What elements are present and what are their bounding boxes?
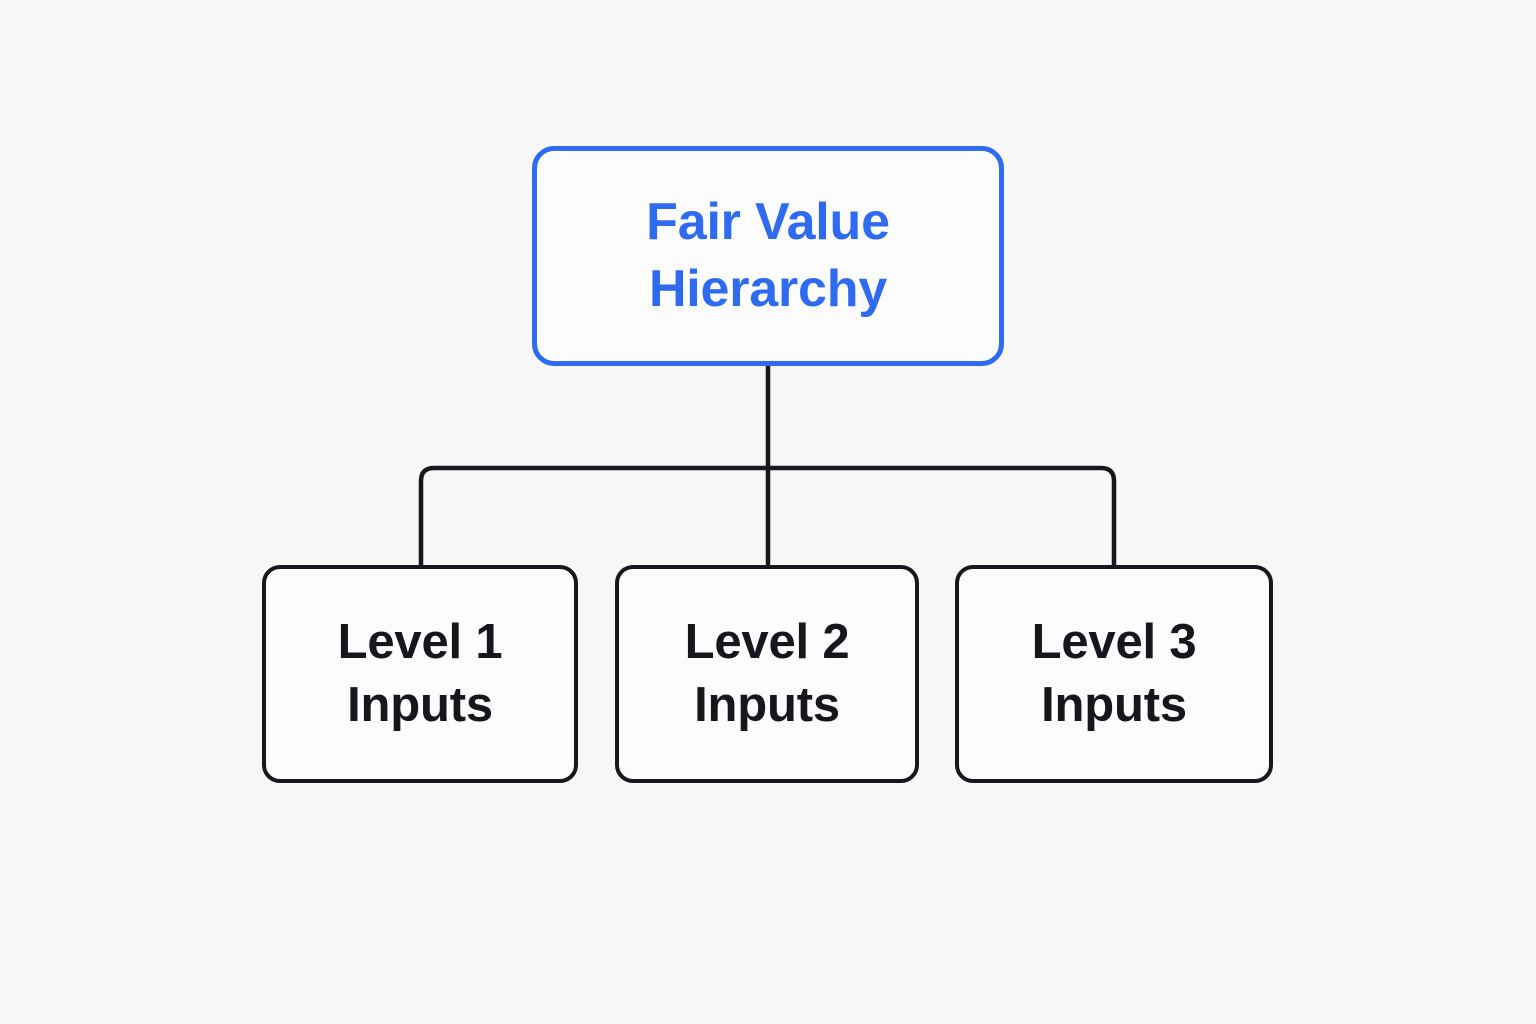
node-label-level-2-inputs: Level 2 Inputs: [684, 615, 850, 732]
node-label-level-1-inputs: Level 1 Inputs: [337, 615, 503, 732]
node-level-3-inputs[interactable]: Level 3 Inputs: [955, 565, 1273, 783]
node-fair-value-hierarchy[interactable]: Fair Value Hierarchy: [532, 146, 1004, 366]
connector-branch-level-1: [418, 465, 768, 567]
node-level-1-inputs[interactable]: Level 1 Inputs: [262, 565, 578, 783]
node-label-fair-value-hierarchy: Fair Value Hierarchy: [646, 193, 890, 318]
connector-branch-level-3: [768, 465, 1117, 567]
node-level-2-inputs[interactable]: Level 2 Inputs: [615, 565, 919, 783]
node-label-level-3-inputs: Level 3 Inputs: [1031, 615, 1197, 732]
